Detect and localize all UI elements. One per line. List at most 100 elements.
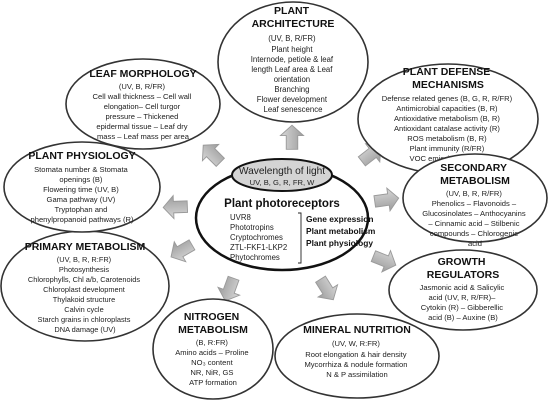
bubble-title: METABOLISM [178, 324, 248, 336]
bubble-line: (UV, B, R, R:FR) [57, 255, 111, 264]
bubble-line: Calvin cycle [64, 305, 103, 314]
central-title: Plant photoreceptors [224, 198, 340, 210]
svg-text:Stomata number & Stomata: Stomata number & Stomata openings (B) Fl… [31, 165, 134, 224]
wavelength-sub: UV, B, G, R, FR, W [250, 178, 316, 187]
bubble-line: Chloroplast development [43, 285, 125, 294]
bubble-line: Stomata number & Stomata [34, 165, 128, 174]
bubble-plant-physiology: PLANT PHYSIOLOGY Stomata number & Stomat… [3, 141, 161, 233]
bubble-line: (UV, B, R/FR) [268, 34, 316, 43]
svg-text:PLANT DEFENSE MECHANISMS: PLANT DEFENSE MECHANISMS [403, 66, 493, 91]
bubble-line: Glucosinolates – Anthocyanins [422, 209, 526, 218]
bubble-line: ROS metabolism (B, R) [407, 134, 487, 143]
bubble-line: phenylpropanoid pathways (R) [31, 215, 134, 224]
svg-text:Jasmonic acid & Salicylic: Jasmonic acid & Salicylic acid (UV, R, R… [420, 283, 507, 322]
bubble-line: Plant height [271, 45, 313, 54]
bubble-title: PLANT DEFENSE [403, 66, 491, 78]
bubble-nitrogen-metabolism: NITROGEN METABOLISM (B, R:FR) Amino acid… [152, 298, 274, 400]
outcome-list: Gene expression Plant metabolism Plant p… [306, 214, 375, 248]
bubble-line: (UV, W, R:FR) [332, 339, 380, 348]
bubble-line: DNA damage (UV) [54, 325, 115, 334]
outcome-plant-physiology: Plant physiology [306, 238, 373, 248]
bubble-leaf-morphology: LEAF MORPHOLOGY (UV, B, R/FR) Cell wall … [65, 58, 221, 150]
bubble-line: Cytokin (R) – Gibberellic [421, 303, 503, 312]
bubble-line: Cell wall thickness – Cell wall [93, 92, 192, 101]
receptor-uvr8: UVR8 [230, 213, 251, 222]
bubble-title: PRIMARY METABOLISM [25, 241, 146, 253]
bubble-line: Plant immunity (R/FR) [410, 144, 485, 153]
svg-text:PLANT PHYSIOLOGY: PLANT PHYSIOLOGY [28, 150, 135, 162]
svg-text:PRIMARY METABOLISM: PRIMARY METABOLISM [25, 241, 146, 253]
bubble-line: openings (B) [59, 175, 103, 184]
arrow-to-growth-regulators [370, 249, 397, 273]
bubble-title: PLANT PHYSIOLOGY [28, 150, 135, 162]
bubble-growth-regulators: GROWTH REGULATORS Jasmonic acid & Salicy… [388, 249, 538, 331]
svg-text:MINERAL NUTRITION: MINERAL NUTRITION [303, 324, 411, 336]
bubble-line: Chlorophylls, Chl a/b, Carotenoids [28, 275, 140, 284]
bubble-line: Mycorrhiza & nodule formation [304, 360, 407, 369]
bubble-line: Gama pathway (UV) [47, 195, 116, 204]
central-photoreceptors: Wavelength of light UV, B, G, R, FR, W P… [194, 158, 375, 272]
receptor-ztl-fkf1-lkp2: ZTL-FKF1-LKP2 [230, 243, 287, 252]
svg-text:(UV, B, R, R:FR) Photosy: (UV, B, R, R:FR) Photosynthesis Chloroph… [28, 255, 142, 334]
bubble-line: Photosynthesis [59, 265, 109, 274]
bubble-line: Thylakoid structure [53, 295, 115, 304]
svg-text:(UV, B, R/FR) Plant heig: (UV, B, R/FR) Plant height Internode, pe… [251, 34, 336, 114]
bubble-line: acid [468, 239, 482, 248]
bubble-title: REGULATORS [427, 269, 500, 281]
bubble-title: GROWTH [438, 256, 486, 268]
arrow-to-nitrogen-metabolism [217, 275, 241, 302]
arrow-to-primary-metabolism [170, 239, 196, 263]
svg-text:(B, R:FR) Amino acids –: (B, R:FR) Amino acids – Proline NO₃ cont… [175, 338, 251, 387]
bubble-line: Antioxidative metabolism (B, R) [394, 114, 500, 123]
bubble-line: acid (B) – Auxine (B) [428, 313, 498, 322]
connector-arrows [162, 124, 400, 302]
receptor-phytochromes: Phytochromes [230, 253, 280, 262]
bubble-line: (B, R:FR) [196, 338, 229, 347]
bubble-title: METABOLISM [440, 175, 510, 187]
svg-text:LEAF MORPHOLOGY: LEAF MORPHOLOGY [89, 68, 196, 80]
bubble-line: (UV, B, R/FR) [119, 82, 166, 91]
bubble-line: Tryptophan and [54, 205, 107, 214]
outcome-plant-metabolism: Plant metabolism [306, 226, 375, 236]
bubble-line: Flowering time (UV, B) [43, 185, 119, 194]
receptor-cryptochromes: Cryptochromes [230, 233, 283, 242]
bubble-title: PLANT [274, 5, 310, 17]
svg-text:PLANT ARCHITECTURE: PLANT ARCHITECTURE [252, 5, 335, 30]
bubble-title: SECONDARY [440, 162, 507, 174]
bubble-secondary-metabolism: SECONDARY METABOLISM (UV, B, R, R/FR) Ph… [402, 153, 548, 248]
outcome-gene-expression: Gene expression [306, 214, 374, 224]
bubble-line: Defense related genes (B, G, R, R/FR) [382, 94, 513, 103]
svg-text:(UV, B, R/FR) Cell wall: (UV, B, R/FR) Cell wall thickness – Cell… [93, 82, 194, 141]
bubble-line: Internode, petiole & leaf [251, 55, 334, 64]
arrow-to-mineral-nutrition [315, 275, 339, 301]
receptor-phototropins: Phototropins [230, 223, 274, 232]
bubble-line: Leaf senescence [264, 105, 323, 114]
wavelength-label: Wavelength of light [239, 166, 325, 177]
bubble-title: NITROGEN [184, 311, 239, 323]
bubble-line: length Leaf area & Leaf [251, 65, 333, 74]
bubble-mineral-nutrition: MINERAL NUTRITION (UV, W, R:FR) Root elo… [274, 313, 440, 399]
arrow-to-secondary-metabolism [373, 187, 400, 213]
bubble-line: acid (UV, R, R/FR)– [429, 293, 497, 302]
arrow-to-plant-physiology [162, 194, 189, 220]
bubble-line: Phenolics – Flavonoids – [432, 199, 517, 208]
bubble-line: (UV, B, R, R/FR) [446, 189, 502, 198]
bubble-title: ARCHITECTURE [252, 18, 335, 30]
bubble-line: – Cinnamic acid – Stilbenic [428, 219, 519, 228]
receptor-bracket [298, 212, 302, 264]
bubble-line: Branching [274, 85, 309, 94]
bubble-line: pressure – Thickened [105, 112, 178, 121]
bubble-line: mass – Leaf mass per area [97, 132, 190, 141]
bubble-plant-architecture: PLANT ARCHITECTURE (UV, B, R/FR) Plant h… [217, 1, 369, 123]
bubble-line: elongation– Cell turgor [104, 102, 181, 111]
bubble-line: Root elongation & hair density [305, 350, 407, 359]
receptor-list: UVR8 Phototropins Cryptochromes ZTL-FKF1… [230, 213, 287, 262]
bubble-line: compounds – Chlorogenic [430, 229, 518, 238]
bubble-line: epidermal tissue – Leaf dry [96, 122, 187, 131]
bubble-line: NO₃ content [191, 358, 233, 367]
svg-text:SECONDARY METABOLISM: SECONDARY METABOLISM [440, 162, 510, 187]
bubble-line: Amino acids – Proline [175, 348, 248, 357]
bubble-line: Starch grains in chloroplasts [38, 315, 131, 324]
bubble-line: orientation [274, 75, 310, 84]
